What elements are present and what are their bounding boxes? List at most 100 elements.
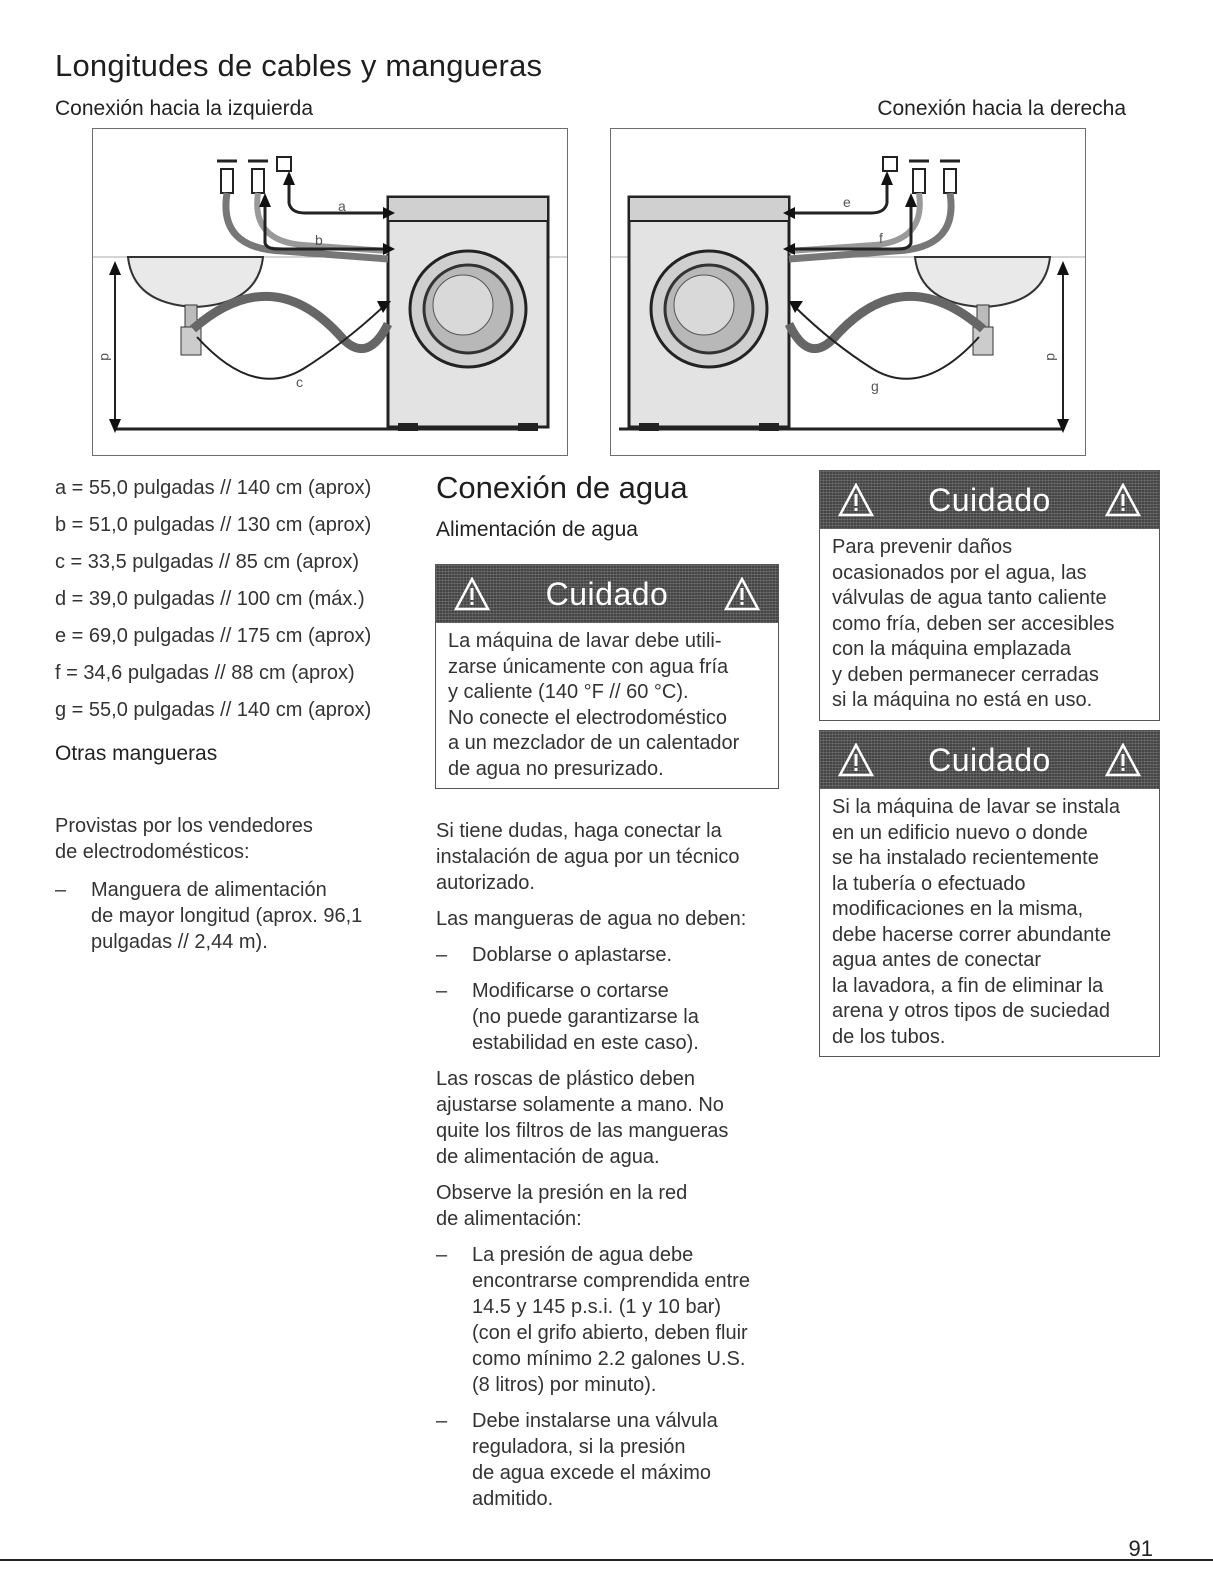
sink: [126, 256, 265, 356]
text-line: (8 litros) por minuto).: [472, 1374, 657, 1396]
caution-banner: Cuidado: [820, 471, 1159, 529]
text-line: No conecte el electrodoméstico: [448, 706, 728, 729]
caution-box: Cuidado Para prevenir daños ocasionados …: [819, 470, 1160, 721]
text-line: pulgadas // 2,44 m).: [91, 931, 268, 953]
right-connection-diagram: e f g d: [610, 128, 1086, 456]
text-line: Doblarse o aplastarse.: [472, 944, 673, 966]
caution-box: Cuidado La máquina de lavar debe utili- …: [435, 564, 779, 789]
page-number: 91: [1128, 1536, 1153, 1561]
text-line: la tubería o efectuado: [832, 872, 1026, 895]
water-supply-subheading: Alimentación de agua: [436, 518, 638, 541]
list-item: – Modificarse o cortarse (no puede garan…: [436, 978, 786, 1056]
text-line: de agua excede el máximo: [472, 1462, 712, 1484]
other-hoses-list: – Manguera de alimentación de mayor long…: [55, 877, 395, 955]
caution-label: Cuidado: [928, 481, 1051, 518]
footer-rule: [0, 1559, 1213, 1561]
text-line: Las roscas de plástico deben: [436, 1068, 696, 1090]
list-item: – Doblarse o aplastarse.: [436, 942, 786, 968]
list-item: – Manguera de alimentación de mayor long…: [55, 877, 395, 955]
text-line: como fría, deben ser accesibles: [832, 612, 1115, 635]
text-line: de electrodomésticos:: [55, 841, 250, 863]
caution-label: Cuidado: [928, 741, 1051, 778]
paragraph: Las roscas de plástico deben ajustarse s…: [436, 1066, 786, 1170]
sink: [913, 256, 1052, 356]
paragraph: Observe la presión en la red de alimenta…: [436, 1180, 786, 1232]
other-hoses-paragraph: Provistas por los vendedores de electrod…: [55, 813, 375, 865]
text-line: admitido.: [472, 1488, 554, 1510]
text-line: autorizado.: [436, 872, 535, 894]
washing-machine: [386, 195, 550, 431]
text-line: agua antes de conectar: [832, 949, 1042, 971]
water-taps: [217, 156, 292, 194]
text-line: Manguera de alimentación: [91, 879, 327, 901]
text-line: debe hacerse correr abundante: [832, 923, 1112, 946]
list-item: – La presión de agua debe encontrarse co…: [436, 1242, 786, 1398]
dimension-item: g = 55,0 pulgadas // 140 cm (aprox): [55, 699, 372, 721]
dimension-item: b = 51,0 pulgadas // 130 cm (aprox): [55, 514, 372, 536]
text-line: de los tubos.: [832, 1025, 946, 1048]
paragraph: Las mangueras de agua no deben:: [436, 906, 786, 932]
text-line: la lavadora, a fin de eliminar la: [832, 974, 1104, 997]
dimension-item: c = 33,5 pulgadas // 85 cm (aprox): [55, 551, 360, 573]
text-line: encontrarse comprendida entre: [472, 1270, 750, 1292]
text-line: 14.5 y 145 p.s.i. (1 y 10 bar): [472, 1296, 722, 1318]
text-line: se ha instalado recientemente: [832, 847, 1099, 869]
caution-label: Cuidado: [545, 575, 669, 612]
warning-icon: [1105, 483, 1141, 517]
dash-bullet: –: [436, 980, 448, 1002]
label-b: b: [315, 232, 323, 248]
text-line: zarse únicamente con agua fría: [448, 655, 729, 678]
label-a: a: [338, 198, 346, 214]
text-line: modificaciones en la misma,: [832, 898, 1084, 920]
dash-bullet: –: [55, 879, 67, 901]
washing-machine: [627, 195, 791, 431]
text-line: La presión de agua debe: [472, 1244, 694, 1266]
dimension-item: a = 55,0 pulgadas // 140 cm (aprox): [55, 477, 372, 499]
list-item: – Debe instalarse una válvula reguladora…: [436, 1408, 786, 1512]
text-line: La máquina de lavar debe utili-: [448, 630, 722, 652]
left-connection-diagram: a b c d: [92, 128, 568, 456]
text-line: de mayor longitud (aprox. 96,1: [91, 905, 363, 927]
text-line: (con el grifo abierto, deben fluir: [472, 1322, 748, 1344]
dimension-item: d = 39,0 pulgadas // 100 cm (máx.): [55, 588, 365, 610]
text-line: y deben permanecer cerradas: [832, 663, 1099, 686]
label-e: e: [843, 194, 851, 210]
dash-bullet: –: [436, 944, 448, 966]
caution-box: Cuidado Si la máquina de lavar se instal…: [819, 730, 1160, 1057]
text-line: instalación de agua por un técnico: [436, 846, 740, 868]
caution-banner: Cuidado: [436, 565, 778, 623]
text-line: de agua no presurizado.: [448, 757, 664, 780]
text-line: ocasionados por el agua, las: [832, 561, 1087, 584]
text-line: Para prevenir daños: [832, 536, 1013, 558]
text-line: en un edificio nuevo o donde: [832, 821, 1088, 844]
dimension-item: f = 34,6 pulgadas // 88 cm (aprox): [55, 662, 355, 684]
caution-text: Si la máquina de lavar se instala en un …: [820, 789, 1159, 1056]
text-line: reguladora, si la presión: [472, 1436, 686, 1458]
page-title: Longitudes de cables y mangueras: [55, 48, 543, 83]
text-line: (no puede garantizarse la: [472, 1006, 699, 1028]
text-line: Observe la presión en la red: [436, 1182, 688, 1204]
paragraph: Si tiene dudas, haga conectar la instala…: [436, 818, 786, 896]
water-connection-text: Si tiene dudas, haga conectar la instala…: [436, 818, 786, 1522]
label-c: c: [296, 374, 303, 390]
dash-bullet: –: [436, 1410, 448, 1432]
warning-icon: [838, 743, 874, 777]
text-line: Si la máquina de lavar se instala: [832, 796, 1120, 818]
caution-banner: Cuidado: [820, 731, 1159, 789]
label-f: f: [879, 230, 883, 246]
text-line: estabilidad en este caso).: [472, 1032, 699, 1054]
text-line: con la máquina emplazada: [832, 638, 1072, 660]
other-hoses-heading: Otras mangueras: [55, 742, 218, 765]
text-line: y caliente (140 °F // 60 °C).: [448, 681, 689, 703]
text-line: válvulas de agua tanto caliente: [832, 587, 1107, 609]
caution-text: La máquina de lavar debe utili- zarse ún…: [436, 623, 778, 788]
text-line: de alimentación:: [436, 1208, 582, 1230]
text-line: Debe instalarse una válvula: [472, 1410, 718, 1432]
warning-icon: [1105, 743, 1141, 777]
text-line: Si tiene dudas, haga conectar la: [436, 820, 722, 842]
warning-icon: [454, 577, 490, 611]
text-line: quite los filtros de las mangueras: [436, 1120, 729, 1142]
text-line: Provistas por los vendedores: [55, 815, 313, 837]
text-line: si la máquina no está en uso.: [832, 689, 1093, 711]
caution-text: Para prevenir daños ocasionados por el a…: [820, 529, 1159, 720]
